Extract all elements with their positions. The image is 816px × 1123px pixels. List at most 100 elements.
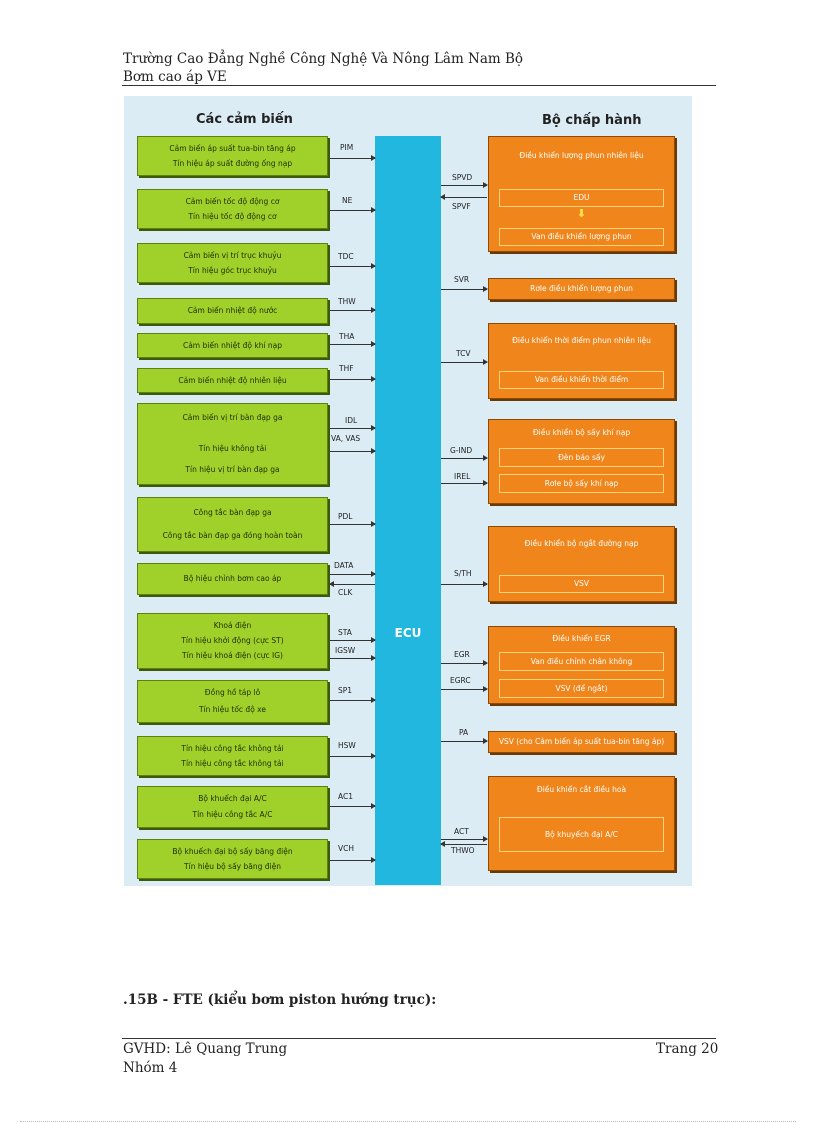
signal-label: SPVD [452, 173, 473, 182]
sensor-text: Tín hiệu công tắc không tải [181, 758, 284, 768]
signal-label: PIM [340, 143, 354, 152]
actuators-title: Bộ chấp hành [542, 113, 642, 128]
sensor-box: Đồng hồ táp lô Tín hiệu tốc độ xe [137, 680, 328, 723]
actuator-box: Điều khiển thời điểm phun nhiên liệu Van… [488, 323, 675, 399]
actuator-title: Điều khiển lượng phun nhiên liệu [519, 151, 644, 160]
ecu-label: ECU [394, 626, 422, 640]
signal-arrow [330, 753, 376, 759]
sensor-text: Công tắc bàn đạp ga [193, 508, 272, 518]
footer-divider [122, 1038, 716, 1039]
page-bottom-border [20, 1121, 796, 1122]
actuator-title: Điều khiển cắt điều hoà [536, 785, 627, 794]
sensor-box: Bộ hiệu chỉnh bơm cao áp [137, 563, 328, 595]
actuator-box: Điều khiển bộ sấy khí nạp Đèn báo sấy Rơ… [488, 419, 675, 504]
signal-arrow [330, 655, 376, 661]
sensor-text: Cảm biến nhiệt độ nước [187, 306, 278, 315]
document-subject: Bơm cao áp VE [123, 69, 227, 85]
sensor-text: Tín hiệu khởi động (cực ST) [181, 635, 284, 645]
signal-label: CLK [338, 588, 353, 597]
school-name: Trường Cao Đẳng Nghề Công Nghệ Và Nông L… [123, 51, 524, 67]
sensor-box: Cảm biến tốc độ động cơ Tín hiệu tốc độ … [137, 189, 328, 229]
signal-arrow [441, 836, 488, 842]
signal-arrow [441, 581, 488, 587]
signal-label: NE [342, 196, 353, 205]
sensor-text: Cảm biến nhiệt độ khí nạp [182, 340, 283, 350]
signal-label: AC1 [338, 792, 354, 801]
signal-label: TDC [338, 252, 354, 261]
actuator-component: Đèn báo sấy [499, 448, 664, 467]
signal-arrow [330, 697, 376, 703]
signal-label: S/TH [454, 569, 472, 578]
signal-label: HSW [338, 741, 356, 750]
signal-label: TCV [456, 349, 471, 358]
actuator-component: Bộ khuyếch đại A/C [499, 817, 664, 852]
signal-arrow [330, 425, 376, 431]
signal-label: DATA [334, 561, 354, 570]
signal-label: EGRC [450, 676, 471, 685]
signal-arrow [330, 637, 376, 643]
actuator-component: VSV [499, 575, 664, 593]
sensor-text: Cảm biến áp suất tua-bin tăng áp [169, 143, 296, 153]
sensor-box: Cảm biến nhiệt độ nước [137, 298, 328, 324]
actuator-component: Van điều chỉnh chân không [499, 652, 664, 671]
sensor-text: Bộ hiệu chỉnh bơm cao áp [183, 574, 282, 583]
actuator-component: Van điều khiển lượng phun [499, 228, 664, 246]
sensor-box: Cảm biến nhiệt độ nhiên liệu [137, 368, 328, 393]
signal-arrow [440, 194, 487, 200]
signal-arrow [330, 857, 376, 863]
actuator-box: Rơle điều khiển lượng phun [488, 278, 675, 300]
sensor-text: Tín hiệu tốc độ động cơ [188, 211, 277, 221]
signal-arrow [330, 521, 376, 527]
actuator-title: Rơle điều khiển lượng phun [530, 284, 633, 293]
signal-arrow [440, 841, 487, 847]
signal-arrow [330, 341, 376, 347]
sensor-text: Bộ khuếch đại A/C [198, 794, 267, 803]
ecu-block [375, 136, 441, 885]
sensor-text: Cảm biến tốc độ động cơ [185, 196, 280, 206]
sensor-box: Bộ khuếch đại A/C Tín hiệu công tắc A/C [137, 786, 328, 828]
actuator-title: Điều khiển bộ ngắt đường nạp [524, 539, 639, 548]
sensor-box: Công tắc bàn đạp ga Công tắc bàn đạp ga … [137, 497, 328, 552]
actuator-component: Rơle bộ sấy khí nạp [499, 474, 664, 493]
section-caption: .15B - FTE (kiểu bơm piston hướng trục): [123, 992, 437, 1008]
instructor-name: GVHD: Lê Quang Trung [123, 1041, 288, 1057]
signal-label: IDL [345, 416, 358, 425]
sensor-text: Tín hiệu góc trục khuỷu [188, 265, 277, 275]
down-arrow-icon: ⬇ [576, 207, 587, 220]
sensors-title: Các cảm biến [196, 112, 293, 127]
signal-label: THWO [451, 846, 475, 855]
sensor-text: Tín hiệu tốc độ xe [199, 704, 266, 714]
actuator-box: Điều khiển EGR Van điều chỉnh chân không… [488, 626, 675, 704]
sensor-box: Bộ khuếch đại bộ sấy băng điện Tín hiệu … [137, 839, 328, 879]
signal-label: PDL [338, 512, 353, 521]
sensor-text: Bộ khuếch đại bộ sấy băng điện [172, 846, 293, 856]
sensor-text: Công tắc bàn đạp ga đóng hoàn toàn [162, 530, 303, 540]
signal-arrow [441, 480, 488, 486]
signal-label: SP1 [338, 686, 353, 695]
actuator-title: VSV (cho Cảm biến áp suất tua-bin tăng á… [498, 737, 665, 746]
signal-label: VA, VAS [331, 434, 361, 443]
sensor-text: Tín hiệu khoá điện (cực IG) [182, 651, 283, 661]
signal-arrow [441, 738, 488, 744]
actuator-title: Điều khiển EGR [552, 634, 611, 643]
signal-label: PA [459, 728, 469, 737]
signal-label: IREL [454, 472, 471, 481]
actuator-box: VSV (cho Cảm biến áp suất tua-bin tăng á… [488, 731, 675, 753]
group-name: Nhóm 4 [123, 1060, 178, 1076]
signal-arrow [330, 376, 376, 382]
sensor-box: Cảm biến áp suất tua-bin tăng áp Tín hiệ… [137, 136, 328, 176]
sensor-text: Khoá điện [213, 620, 252, 630]
actuator-component: VSV (để ngắt) [499, 679, 664, 698]
signal-arrow [441, 182, 488, 188]
sensor-text: Tín hiệu vị trí bàn đạp ga [185, 464, 280, 474]
signal-arrow [330, 307, 376, 313]
page-number: Trang 20 [656, 1041, 719, 1057]
header-divider [122, 85, 716, 86]
sensor-box: Cảm biến vị trí trục khuỷu Tín hiệu góc … [137, 243, 328, 283]
signal-arrow [330, 803, 376, 809]
signal-label: ACT [454, 827, 469, 836]
actuator-component: EDU [499, 189, 664, 207]
actuator-title: Điều khiển bộ sấy khí nạp [532, 428, 631, 437]
signal-label: G-IND [450, 446, 473, 455]
signal-label: SPVF [452, 202, 471, 211]
